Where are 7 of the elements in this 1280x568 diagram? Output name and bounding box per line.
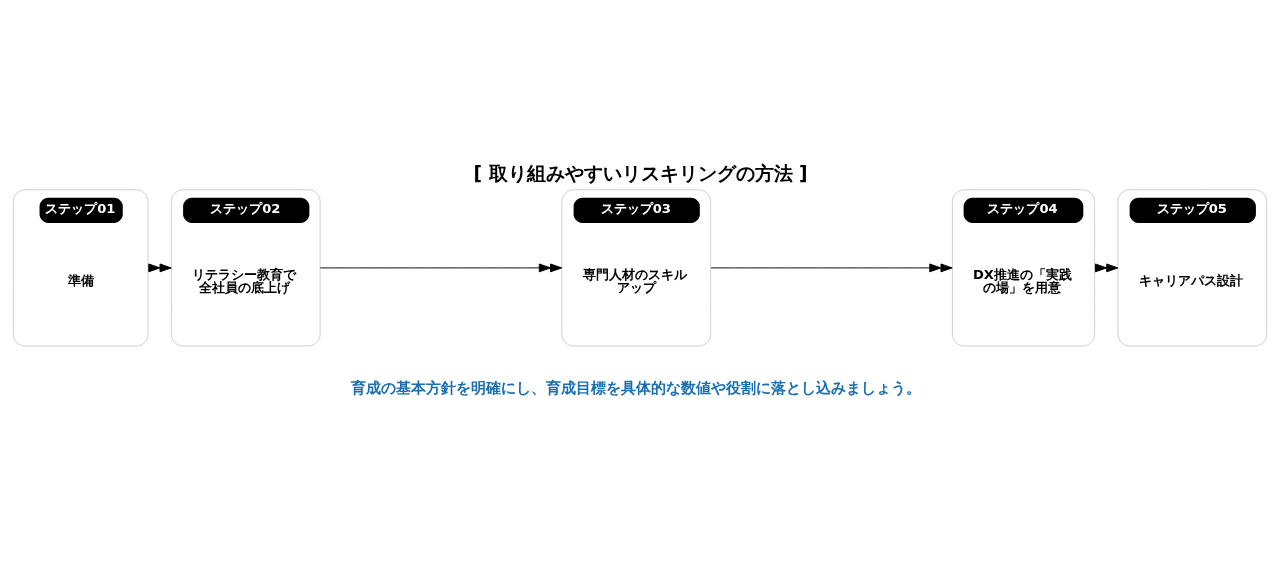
node-box: ステップ05 キャリアパス設計 <box>1117 188 1268 346</box>
node-box: ステップ02 リテラシー教育で全社員の底上げ <box>170 188 321 346</box>
arrow <box>319 263 563 272</box>
node-box: ステップ03 専門人材のスキルアップ <box>561 188 712 346</box>
caption: 育成の基本方針を明確にし、育成目標を具体的な数値や役割に落とし込みましょう。 <box>350 378 921 397</box>
arrow <box>710 263 953 272</box>
diagram-title: [ 取り組みやすいリスキリングの方法 ] <box>473 162 808 184</box>
